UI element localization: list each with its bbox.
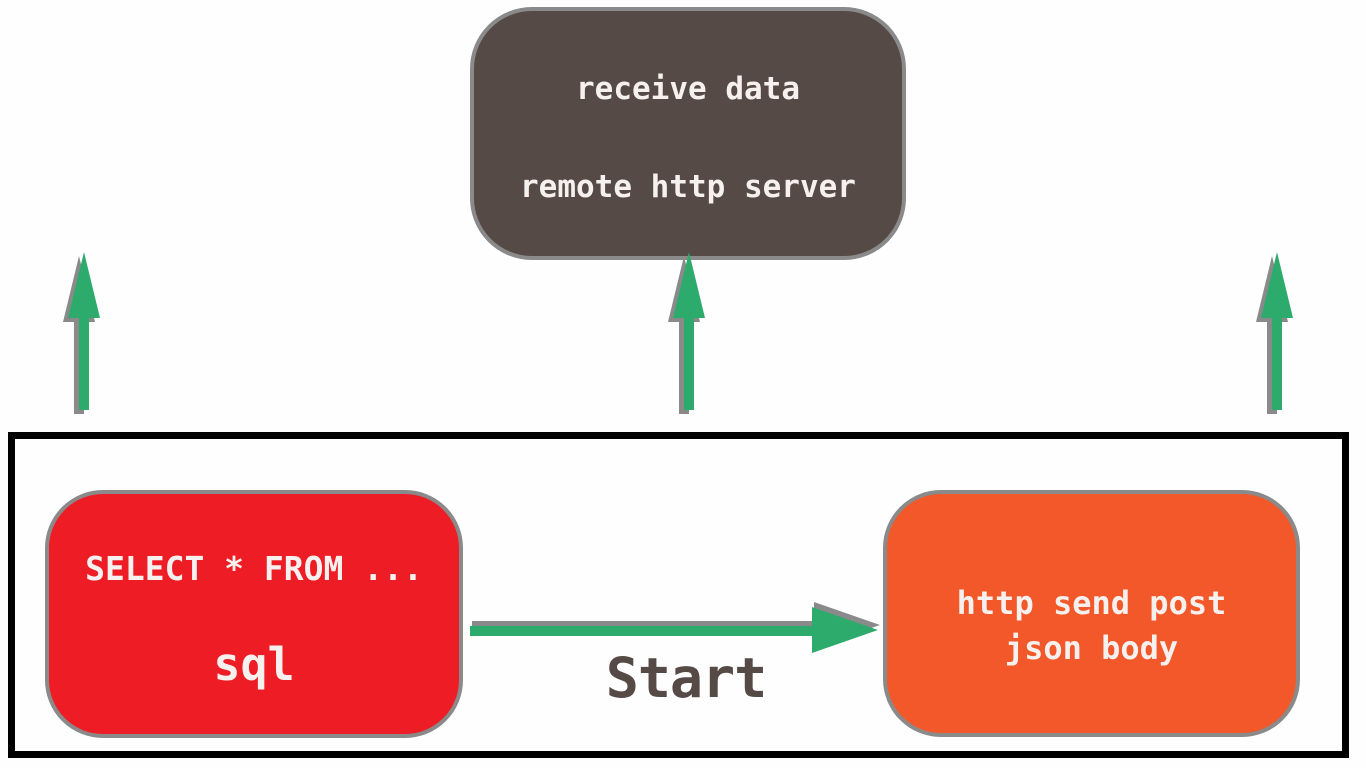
node-sql-label: sql — [213, 638, 295, 691]
node-sql: SELECT * FROM ... sql — [45, 490, 463, 738]
up-arrow-icon-left — [63, 252, 100, 414]
flow-container — [8, 432, 1349, 758]
node-remote-http-server: receive data remote http server — [470, 7, 906, 260]
up-arrow-icon-right — [1256, 252, 1293, 414]
node-remote-line1: receive data — [576, 70, 800, 107]
node-http-line2: json body — [1004, 628, 1179, 667]
node-http-send-post: http send post json body — [883, 490, 1300, 737]
node-remote-line2: remote http server — [520, 168, 856, 205]
node-sql-query: SELECT * FROM ... — [85, 549, 423, 588]
start-label: Start — [605, 646, 768, 710]
node-http-line1: http send post — [956, 583, 1227, 622]
up-arrow-icon-middle — [668, 252, 705, 414]
